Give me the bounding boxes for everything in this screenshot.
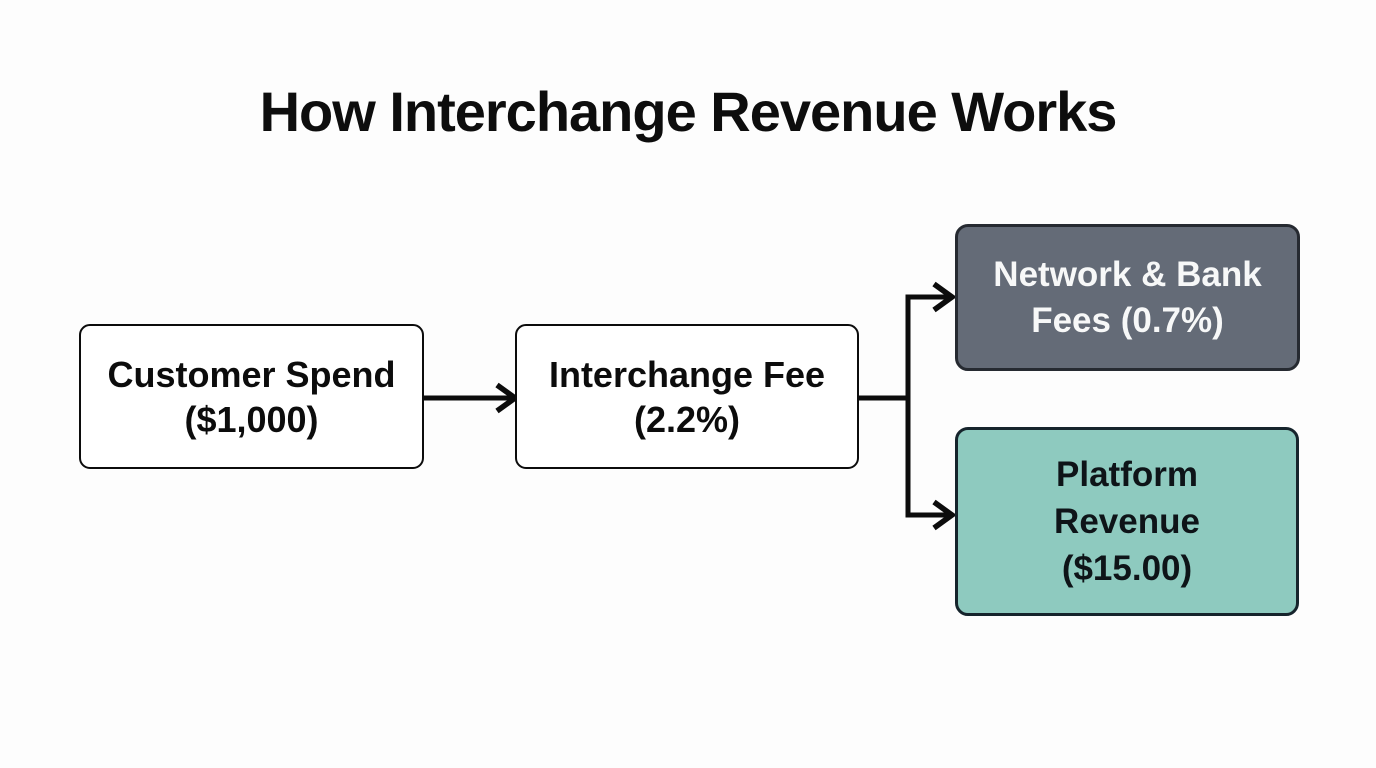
node-customer-spend-line2: ($1,000) (184, 398, 319, 440)
node-platform-revenue-line3: ($15.00) (1061, 549, 1193, 588)
node-network-bank-fees: Network & Bank Fees (0.7%) (955, 224, 1300, 371)
node-interchange-fee-line1: Interchange Fee (548, 353, 826, 395)
node-interchange-fee-line2: (2.2%) (633, 398, 741, 440)
edge-branch-trunk (905, 294, 948, 518)
node-customer-spend: Customer Spend ($1,000) (79, 324, 424, 469)
node-platform-revenue-line1: Platform (1056, 455, 1198, 494)
node-network-bank-fees-line1: Network & Bank (993, 254, 1262, 294)
node-interchange-fee: Interchange Fee (2.2%) (515, 324, 859, 469)
arrowhead-into-revenue-icon (932, 499, 957, 531)
node-customer-spend-line1: Customer Spend (107, 353, 396, 395)
node-platform-revenue-line2: Revenue (1054, 502, 1200, 541)
node-network-bank-fees-line2: Fees (0.7%) (1031, 300, 1224, 340)
arrowhead-into-fees-icon (932, 281, 957, 313)
node-platform-revenue: Platform Revenue ($15.00) (955, 427, 1299, 616)
diagram-title: How Interchange Revenue Works (259, 80, 1118, 143)
